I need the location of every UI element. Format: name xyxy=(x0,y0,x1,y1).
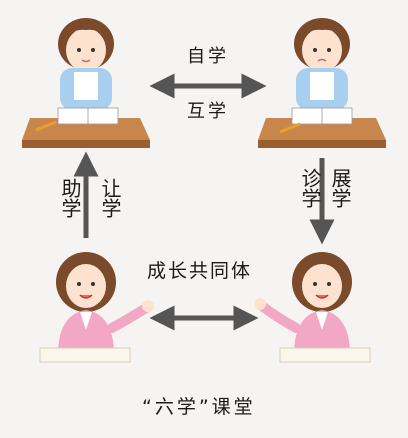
desk-left xyxy=(22,107,150,148)
student-right-figure xyxy=(294,18,350,110)
label-right-column-1: 诊学 xyxy=(298,168,322,208)
label-left-column-1: 助学 xyxy=(58,178,82,218)
label-self-study: 自学 xyxy=(187,46,229,67)
desk-right xyxy=(258,107,386,148)
label-right-column-2: 展学 xyxy=(328,168,352,208)
teacher-right-figure xyxy=(254,252,352,350)
label-left-column-2: 让学 xyxy=(98,178,122,218)
label-left-char: 让学 xyxy=(98,178,122,218)
teacher-left-figure xyxy=(56,252,154,350)
diagram-caption: “六学”课堂 xyxy=(142,396,256,418)
label-right-char: 诊学 xyxy=(298,168,322,208)
label-right-char: 展学 xyxy=(328,168,352,208)
label-left-char: 助学 xyxy=(58,178,82,218)
podium-right xyxy=(279,347,371,363)
label-growth-community: 成长共同体 xyxy=(147,260,253,282)
label-mutual-study: 互学 xyxy=(187,101,229,122)
podium-left xyxy=(39,347,131,363)
student-left-figure xyxy=(58,18,114,110)
